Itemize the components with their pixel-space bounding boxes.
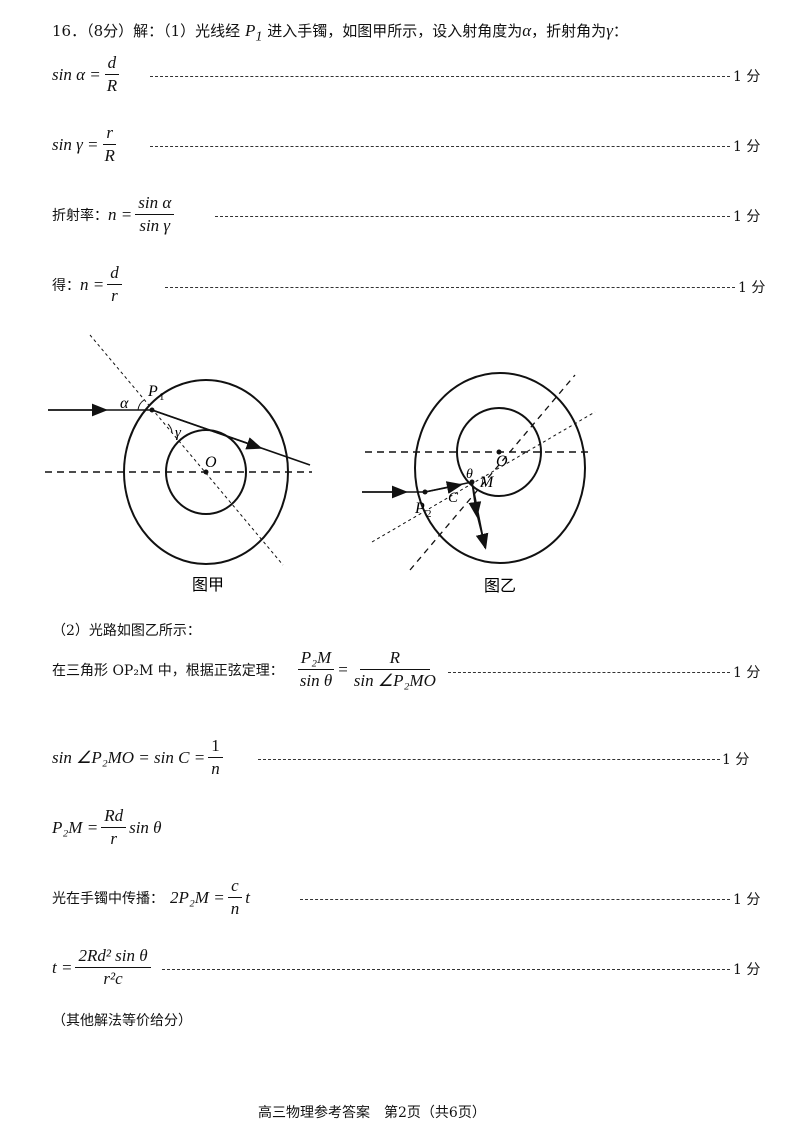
page-footer: 高三物理参考答案 第2页（共6页） [258, 1105, 486, 1121]
question-header: 16．（8分）解：（1）光线经 P1 进入手镯，如图甲所示，设入射角度为α，折射… [52, 20, 628, 45]
figure-b-caption: 图乙 [484, 578, 516, 595]
header-text: 16．（8分）解：（1）光线经 [52, 22, 241, 40]
figure-a-caption: 图甲 [192, 577, 224, 594]
score-label: 1 分 [733, 69, 761, 85]
dotted-leader [150, 76, 730, 77]
c-label: C [448, 490, 459, 506]
formula-rhs: sin θ [129, 817, 162, 837]
formula-lhs: n = [108, 204, 133, 224]
score-label: 1 分 [733, 139, 761, 155]
o-label-b: O [496, 453, 508, 470]
header-colon: ： [612, 22, 628, 40]
dotted-leader [215, 216, 730, 217]
formula-label: 得： [52, 277, 80, 294]
dotted-leader [448, 672, 730, 673]
formula-lhs: n = [80, 274, 105, 294]
formula-label: 在三角形 OP₂M 中，根据正弦定理： [52, 662, 284, 679]
formula-label: 光在手镯中传播： [52, 890, 164, 907]
score-label: 1 分 [722, 752, 750, 768]
o-label: O [205, 454, 217, 471]
equals: = [338, 659, 348, 679]
header-text-mid: ，折射角为 [531, 22, 607, 40]
optics-diagrams: α P 1 γ O 图甲 θ M C P 2 O 图乙 [45, 334, 596, 595]
header-text-rest: 进入手镯，如图甲所示，设入射角度为 [267, 22, 523, 40]
dotted-leader [165, 287, 735, 288]
formula-lhs: sin γ = [52, 134, 99, 154]
formula-lhs: t = [52, 957, 73, 977]
score-label: 1 分 [733, 892, 761, 908]
p2-subscript: 2 [426, 508, 432, 520]
theta-label: θ [466, 467, 473, 482]
m-label: M [479, 474, 495, 491]
dotted-leader [162, 969, 730, 970]
gamma-label: γ [175, 425, 182, 441]
note-other-solutions: （其他解法等价给分） [52, 1013, 192, 1029]
p1-subscript: 1 [159, 391, 165, 403]
formula-rhs: t [245, 887, 250, 907]
formula-lhs: sin α = [52, 64, 101, 84]
dotted-leader [150, 146, 730, 147]
formula-label: 折射率： [52, 207, 108, 224]
score-label: 1 分 [733, 209, 761, 225]
formula-lhs: sin ∠P₂MO = sin C = [52, 747, 206, 767]
formula-lhs: 2P₂M = [170, 887, 225, 907]
score-label: 1 分 [733, 665, 761, 681]
p2-label: P [414, 500, 425, 517]
figure-a [45, 334, 312, 566]
alpha-label: α [120, 395, 129, 412]
figure-b [362, 372, 596, 571]
score-label: 1 分 [733, 962, 761, 978]
p1-label: P [147, 383, 158, 400]
dotted-leader [258, 759, 720, 760]
gamma-symbol: γ [606, 21, 613, 40]
alpha-symbol: α [522, 21, 532, 40]
score-label: 1 分 [738, 280, 766, 296]
formula-lhs: P₂M = [52, 817, 99, 837]
p1-symbol: P1 [244, 21, 263, 45]
dotted-leader [300, 899, 730, 900]
part2-intro: （2）光路如图乙所示： [52, 623, 201, 639]
